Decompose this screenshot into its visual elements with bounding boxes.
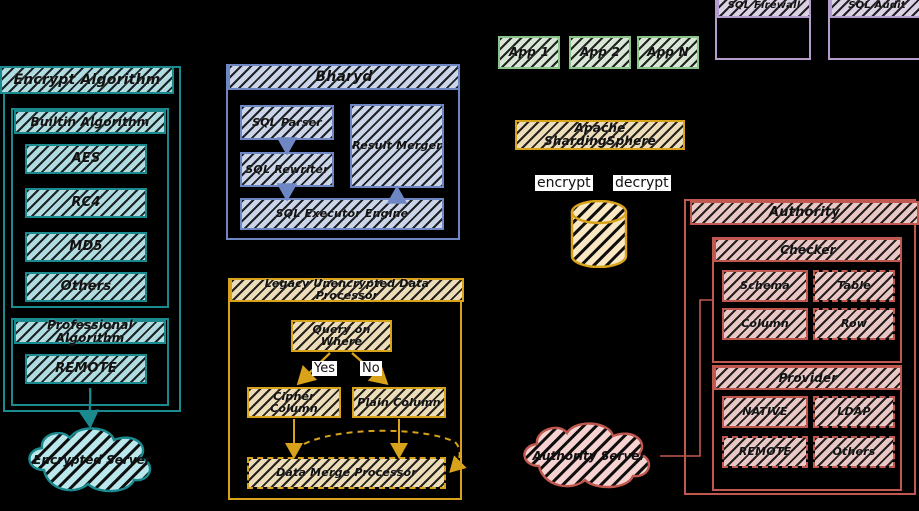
proxy-title-label: Bharyd [315,68,373,85]
sql-firewall-label: SQL Firewall [727,0,801,11]
algorithm-item-others-label: Others [60,279,112,295]
algorithm-item-rc4[interactable]: RC4 [25,188,147,218]
checker-title-label: Checker [780,242,836,257]
checker-item-column-label: Column [741,317,789,331]
builtin-algorithm-title: Builtin Algorithm [14,110,166,134]
sql-audit-title: SQL Audit [830,0,919,18]
database-cylinder-icon [568,199,630,269]
algorithm-item-md5-label: MD5 [69,239,103,255]
provider-item-others-label: Others [832,445,876,459]
legacy-processor-title-label: Legacy Unencrypted Data Processor [264,277,430,302]
decrypt-edge-label: decrypt [613,175,671,191]
algorithm-item-rc4-label: RC4 [71,195,101,211]
legacy-processor-title: Legacy Unencrypted Data Processor [230,278,464,302]
checker-title: Checker [714,238,902,262]
shardingsphere-core-node[interactable]: Apache ShardingSphere [515,120,685,150]
plain-column-label: Plain Column [357,395,441,409]
algorithm-item-md5[interactable]: MD5 [25,232,147,262]
checker-item-row-label: Row [840,317,868,331]
authority-server-label: Authority Server [532,449,646,463]
provider-item-native[interactable]: NATIVE [722,396,808,428]
sql-rewriter-label: SQL Rewriter [245,162,329,176]
provider-item-remote[interactable]: REMOTE [722,436,808,468]
provider-title-label: Provider [778,370,838,385]
provider-item-native-label: NATIVE [742,405,788,419]
app-2-label: App 2 [580,45,620,60]
builtin-algorithm-title-label: Builtin Algorithm [30,114,150,129]
branch-no-label: No [360,361,382,376]
algorithm-item-aes-label: AES [71,151,101,167]
builtin-algorithm-container [11,108,169,308]
sql-executor-engine-node[interactable]: SQL Executor Engine [240,198,444,230]
encrypt-algorithm-title: Encrypt Algorithm [0,66,174,94]
authority-server-cloud: Authority Server [513,418,665,494]
sql-firewall-title: SQL Firewall [717,0,811,18]
app-1-label: App 1 [509,45,549,60]
encrypted-server-label: Encrypted Server [33,453,151,467]
provider-item-others[interactable]: Others [813,436,895,468]
checker-item-schema-label: Schema [740,279,790,293]
app-node-2[interactable]: App 2 [569,36,631,69]
encrypt-edge-label: encrypt [535,175,593,191]
app-node-n[interactable]: App N [637,36,699,69]
provider-title: Provider [714,366,902,390]
data-merge-processor-node[interactable]: Data Merge Processor [247,457,446,489]
proxy-title: Bharyd [228,64,460,90]
app-n-label: App N [647,45,689,60]
encrypt-algorithm-title-label: Encrypt Algorithm [13,71,161,88]
professional-algorithm-title: Professional Algorithm [14,318,166,345]
sql-firewall-container [715,0,811,60]
algorithm-item-remote-label: REMOTE [55,361,117,377]
authority-title-label: Authority [768,205,841,221]
sql-audit-container [828,0,919,60]
sql-executor-engine-label: SQL Executor Engine [275,207,409,221]
algorithm-item-remote[interactable]: REMOTE [25,354,147,384]
cipher-column-label: Cipher Column [270,389,318,415]
sql-rewriter-node[interactable]: SQL Rewriter [240,152,334,187]
checker-item-schema[interactable]: Schema [722,270,808,302]
checker-item-table-label: Table [837,279,871,293]
shardingsphere-core-label: Apache ShardingSphere [544,121,656,148]
checker-item-row[interactable]: Row [813,308,895,340]
algorithm-item-aes[interactable]: AES [25,144,147,174]
checker-item-column[interactable]: Column [722,308,808,340]
data-merge-processor-label: Data Merge Processor [276,466,417,480]
provider-item-remote-label: REMOTE [738,445,792,459]
cipher-column-node[interactable]: Cipher Column [247,387,341,418]
result-merger-node[interactable]: Result Merger [350,104,444,188]
query-on-where-decision[interactable]: Query on Where [291,320,392,352]
sql-parser-label: SQL Parser [252,115,322,129]
provider-item-ldap-label: LDAP [837,405,871,419]
checker-item-table[interactable]: Table [813,270,895,302]
professional-algorithm-title-label: Professional Algorithm [47,318,133,345]
sql-audit-label: SQL Audit [848,0,906,11]
result-merger-label: Result Merger [352,139,442,153]
sql-parser-node[interactable]: SQL Parser [240,105,334,140]
provider-item-ldap[interactable]: LDAP [813,396,895,428]
algorithm-item-others[interactable]: Others [25,272,147,302]
app-node-1[interactable]: App 1 [498,36,560,69]
branch-yes-label: Yes [312,361,337,376]
authority-title: Authority [690,201,919,225]
encrypted-server-cloud: Encrypted Server [18,424,166,496]
query-on-where-label: Query on Where [312,323,371,348]
plain-column-node[interactable]: Plain Column [352,387,446,418]
